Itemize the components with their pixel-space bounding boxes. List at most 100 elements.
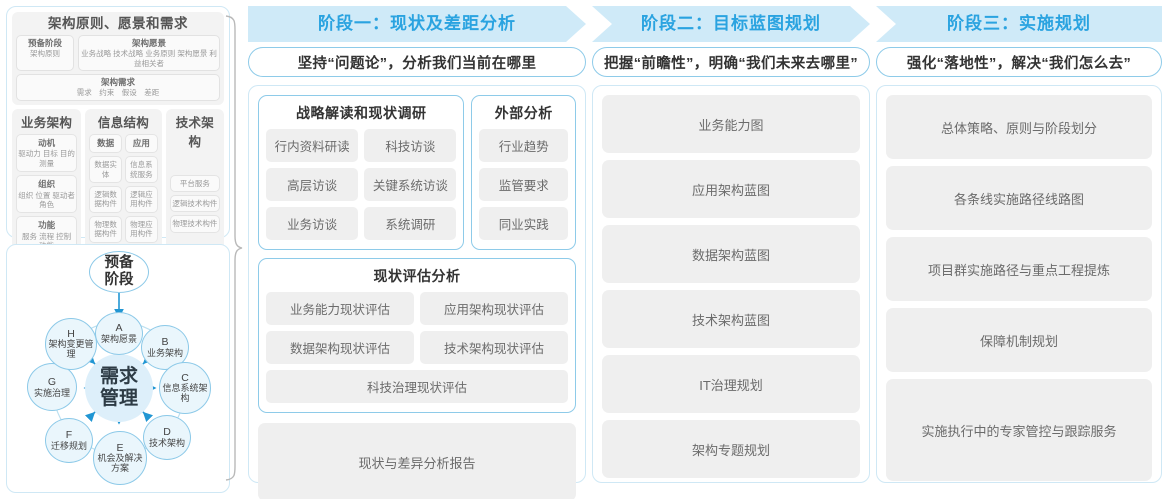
external-analysis-title: 外部分析 — [494, 105, 553, 121]
chip-arch-topic-plan[interactable]: 架构专题规划 — [602, 420, 860, 478]
phase-2-header: 阶段二：目标蓝图规划 — [592, 6, 870, 42]
phase-1: 阶段一：现状及差距分析 坚持“问题论”，分析我们当前在哪里 战略解读和现状调研 … — [248, 6, 586, 499]
chip-it-governance-assessment[interactable]: 科技治理现状评估 — [266, 370, 568, 403]
chip-peer-practice[interactable]: 同业实践 — [479, 207, 568, 240]
logical-application-component-card: 逻辑应用构件 — [125, 186, 158, 213]
physical-technology-component-card: 物理技术构件 — [169, 215, 220, 233]
node-b: B 业务架构 — [141, 325, 189, 370]
node-e: E 机会及解决方案 — [93, 431, 147, 485]
phase-2-body: 业务能力图 应用架构蓝图 数据架构蓝图 技术架构蓝图 IT治理规划 架构专题规划 — [592, 85, 870, 483]
function-title: 功能 — [38, 220, 56, 231]
logical-technology-component-card: 逻辑技术构件 — [169, 195, 220, 213]
togaf-framework-panel: 架构原则、愿景和需求 预备阶段 架构原则 架构愿景 业务战略 技术战略 业务原则… — [6, 6, 230, 306]
architecture-vision-card: 架构愿景 业务战略 技术战略 业务原则 架构愿景 利益相关者 — [78, 35, 220, 72]
chip-key-system-interview[interactable]: 关键系统访谈 — [364, 168, 457, 201]
strategy-research-title: 战略解读和现状调研 — [295, 105, 427, 121]
data-entity-card: 数据实体 — [89, 156, 123, 184]
chip-data-arch-assessment[interactable]: 数据架构现状评估 — [266, 331, 414, 364]
chip-overall-strategy[interactable]: 总体策略、原则与阶段划分 — [886, 95, 1152, 159]
prep-phase-node: 预备 阶段 — [89, 251, 149, 293]
phase-3-subtitle: 强化“落地性”，解决“我们怎么去” — [876, 47, 1162, 77]
logical-data-component-card: 逻辑数据构件 — [89, 186, 123, 213]
chip-exec-interview[interactable]: 高层访谈 — [266, 168, 359, 201]
togaf-row-1: 预备阶段 架构原则 架构愿景 业务战略 技术战略 业务原则 架构愿景 利益相关者 — [16, 35, 220, 74]
architecture-requirements-card: 架构需求 需求 约束 假设 差距 — [16, 74, 220, 101]
requirements-management-line2: 管理 — [99, 388, 138, 409]
organization-items: 组织 位置 驱动者 角色 — [18, 190, 75, 210]
phase-1-header-label: 阶段一：现状及差距分析 — [318, 14, 516, 33]
architecture-principles-group: 架构原则、愿景和需求 预备阶段 架构原则 架构愿景 业务战略 技术战略 业务原则… — [12, 12, 224, 105]
organization-title: 组织 — [38, 179, 56, 190]
phase-1-top-row: 战略解读和现状调研 行内资料研读 科技访谈 高层访谈 关键系统访谈 业务访谈 系… — [258, 95, 576, 250]
external-analysis-card: 外部分析 行业趋势 监管要求 同业实践 — [471, 95, 576, 250]
organization-card: 组织 组织 位置 驱动者 角色 — [16, 175, 78, 214]
node-h: H 架构变更管理 — [45, 318, 97, 370]
chip-expert-control-service[interactable]: 实施执行中的专家管控与跟踪服务 — [886, 379, 1152, 481]
phase-3-header: 阶段三：实施规划 — [876, 6, 1162, 42]
chip-business-interview[interactable]: 业务访谈 — [266, 207, 359, 240]
chip-regulatory-requirement[interactable]: 监管要求 — [479, 168, 568, 201]
phase-1-header: 阶段一：现状及差距分析 — [248, 6, 586, 42]
prep-phase-line2: 阶段 — [104, 272, 134, 288]
data-subcolumn: 数据 数据实体 逻辑数据构件 物理数据构件 — [89, 133, 123, 244]
grouping-brace-icon — [225, 15, 243, 481]
chip-tech-arch-assessment[interactable]: 技术架构现状评估 — [420, 331, 568, 364]
phase-1-subtitle: 坚持“问题论”，分析我们当前在哪里 — [248, 47, 586, 77]
chip-industry-trend[interactable]: 行业趋势 — [479, 129, 568, 162]
requirements-management-node: 需求 管理 — [85, 354, 153, 422]
phase-2-header-label: 阶段二：目标蓝图规划 — [641, 14, 821, 33]
chip-business-capability-assessment[interactable]: 业务能力现状评估 — [266, 292, 414, 325]
phase-3-header-label: 阶段三：实施规划 — [947, 14, 1091, 33]
architecture-vision-title: 架构愿景 — [131, 38, 166, 49]
requirements-management-line1: 需求 — [99, 366, 138, 388]
business-architecture-header: 业务架构 — [21, 115, 73, 130]
phase-2: 阶段二：目标蓝图规划 把握“前瞻性”，明确“我们未来去哪里” 业务能力图 应用架… — [592, 6, 870, 483]
chip-it-governance-plan[interactable]: IT治理规划 — [602, 355, 860, 413]
node-g: G 实施治理 — [27, 363, 77, 411]
architecture-requirements-items: 需求 约束 假设 差距 — [76, 87, 160, 97]
chip-tech-arch-blueprint[interactable]: 技术架构蓝图 — [602, 290, 860, 348]
chip-data-arch-blueprint[interactable]: 数据架构蓝图 — [602, 225, 860, 283]
togaf-domain-columns: 业务架构 动机 驱动力 目标 目的 测量 组织 组织 位置 驱动者 角色 功能 … — [12, 108, 224, 259]
motivation-title: 动机 — [38, 137, 56, 148]
strategy-research-card: 战略解读和现状调研 行内资料研读 科技访谈 高层访谈 关键系统访谈 业务访谈 系… — [258, 95, 465, 250]
adm-cycle-panel: 预备 阶段 需求 管理 A 架构愿景 B 业务架构 C 信息系统架构 — [6, 244, 230, 493]
motivation-items: 驱动力 目标 目的 测量 — [18, 149, 75, 168]
chip-application-arch-blueprint[interactable]: 应用架构蓝图 — [602, 160, 860, 218]
physical-data-component-card: 物理数据构件 — [89, 215, 123, 243]
information-system-service-card: 信息系统服务 — [125, 156, 158, 184]
current-state-assessment-card: 现状评估分析 业务能力现状评估 应用架构现状评估 数据架构现状评估 技术架构现状… — [258, 258, 576, 413]
technology-architecture-header: 技术架构 — [175, 115, 215, 149]
current-state-assessment-title: 现状评估分析 — [373, 268, 461, 284]
architecture-requirements-title: 架构需求 — [100, 77, 135, 88]
node-a: A 架构愿景 — [95, 312, 143, 355]
motivation-card: 动机 驱动力 目标 目的 测量 — [16, 133, 78, 173]
chip-application-arch-assessment[interactable]: 应用架构现状评估 — [420, 292, 568, 325]
physical-application-component-card: 物理应用构件 — [125, 215, 158, 243]
business-architecture-group: 业务架构 动机 驱动力 目标 目的 测量 组织 组织 位置 驱动者 角色 功能 … — [12, 108, 82, 259]
prelim-phase-card: 预备阶段 架构原则 — [16, 35, 74, 72]
phase-3-body: 总体策略、原则与阶段划分 各条线实施路径线路图 项目群实施路径与重点工程提炼 保… — [876, 85, 1162, 483]
chip-line-roadmap[interactable]: 各条线实施路径线路图 — [886, 166, 1152, 230]
prelim-phase-items: 架构原则 — [30, 48, 60, 58]
gap-analysis-report-chip[interactable]: 现状与差异分析报告 — [258, 423, 576, 499]
application-subcolumn-title: 应用 — [125, 133, 158, 154]
phase-2-subtitle: 把握“前瞻性”，明确“我们未来去哪里” — [592, 47, 870, 77]
architecture-vision-items: 业务战略 技术战略 业务原则 架构愿景 利益相关者 — [81, 48, 217, 68]
chip-assurance-mechanism-plan[interactable]: 保障机制规划 — [886, 308, 1152, 372]
chip-system-survey[interactable]: 系统调研 — [364, 207, 457, 240]
phase-1-body: 战略解读和现状调研 行内资料研读 科技访谈 高层访谈 关键系统访谈 业务访谈 系… — [248, 85, 586, 499]
node-f: F 迁移规划 — [45, 418, 93, 463]
technology-architecture-group: 技术架构 平台服务 逻辑技术构件 物理技术构件 — [165, 108, 224, 259]
chip-internal-docs[interactable]: 行内资料研读 — [266, 129, 359, 162]
chip-business-capability-map[interactable]: 业务能力图 — [602, 95, 860, 153]
chip-program-roadmap[interactable]: 项目群实施路径与重点工程提炼 — [886, 237, 1152, 301]
chip-tech-interview[interactable]: 科技访谈 — [364, 129, 457, 162]
application-subcolumn: 应用 信息系统服务 逻辑应用构件 物理应用构件 — [125, 133, 158, 244]
node-c: C 信息系统架构 — [159, 362, 211, 414]
information-structure-group: 信息结构 数据 数据实体 逻辑数据构件 物理数据构件 应用 — [85, 108, 162, 259]
phase-3: 阶段三：实施规划 强化“落地性”，解决“我们怎么去” 总体策略、原则与阶段划分 … — [876, 6, 1162, 483]
information-structure-header: 信息结构 — [97, 115, 150, 130]
node-d: D 技术架构 — [143, 415, 191, 460]
